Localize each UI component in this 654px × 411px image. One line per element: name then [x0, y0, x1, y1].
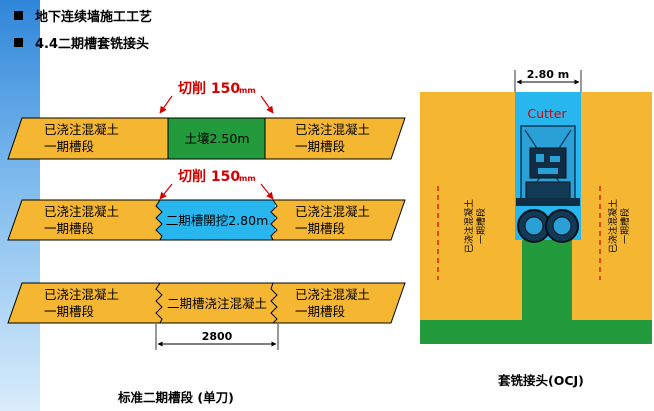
row3-panel: [7, 282, 406, 324]
row1-right-line1: 已浇注混凝土: [295, 122, 370, 137]
bullet-2: 4.4二期槽套铣接头: [14, 33, 149, 52]
row2-left-line1: 已浇注混凝土: [44, 204, 119, 219]
row1-right-line2: 一期槽段: [295, 139, 345, 154]
cut-arrow-left-2: [159, 183, 173, 200]
cutter-base: [516, 198, 580, 206]
ocj-width-label: 2.80 m: [527, 68, 569, 81]
ocj-right-wall-label-2: 一期槽段: [619, 208, 631, 244]
row1-middle-label: 土壤2.50m: [184, 131, 249, 146]
bullet-1-text: 地下连续墙施工工艺: [35, 10, 153, 25]
ocj-right-wall-label-1: 已浇注混凝土: [607, 199, 619, 253]
row-1-soil: 已浇注混凝土 一期槽段 土壤2.50m 已浇注混凝土 一期槽段: [7, 117, 406, 160]
cutter-wheel-right-hub: [552, 216, 572, 236]
row3-joint-right: [270, 282, 278, 324]
row1-right-panel: [264, 117, 406, 160]
row2-excavation-panel: [155, 200, 275, 240]
cut-unit-2: mm: [239, 174, 256, 183]
cut-label-1: 切削 150: [178, 80, 240, 97]
cut-arrow-left-1: [159, 95, 173, 114]
row3-left-line2: 一期槽段: [44, 304, 94, 319]
bullet-square-icon: [14, 38, 23, 47]
cutter-motor-detail-3: [538, 168, 558, 174]
row2-right-line2: 一期槽段: [295, 221, 345, 236]
ocj-soil-bottom: [420, 320, 652, 344]
cut-annotation-1: 切削 150 mm: [159, 80, 274, 114]
cutter-label: Cutter: [527, 106, 567, 121]
cut-arrow-right-1: [260, 95, 274, 114]
bullet-2-text: 4.4二期槽套铣接头: [35, 37, 150, 52]
row1-soil-panel: [167, 117, 268, 160]
cutter-wheel-left-hub: [524, 216, 544, 236]
row2-right-line1: 已浇注混凝土: [295, 204, 370, 219]
row3-right-line1: 已浇注混凝土: [295, 287, 370, 302]
row1-left-line1: 已浇注混凝土: [44, 122, 119, 137]
row-3-concrete: 已浇注混凝土 一期槽段 二期槽浇注混凝土 已浇注混凝土 一期槽段: [7, 282, 406, 324]
row-2-excavation: 已浇注混凝土 一期槽段 二期槽開挖2.80m 已浇注混凝土 一期槽段: [7, 199, 406, 241]
right-caption: 套铣接头(OCJ): [498, 373, 584, 388]
cutter-motor-detail-2: [550, 156, 560, 162]
bullet-square-icon: [14, 11, 23, 20]
cutter-motor-detail-1: [536, 154, 544, 162]
ocj-diagram: Cutter 2.80 m 已浇注混凝土 一期槽段 已浇注混凝土 一期槽段: [420, 68, 652, 344]
dimension-2800: 2800: [155, 324, 279, 350]
left-caption: 标准二期槽段 (单刀): [118, 390, 234, 405]
cutter-machine: [516, 125, 580, 243]
cut-label-2: 切削 150: [178, 168, 240, 185]
dim-label: 2800: [202, 330, 233, 343]
cut-arrow-right-2: [260, 183, 274, 200]
bullet-1: 地下连续墙施工工艺: [14, 6, 152, 25]
row2-middle-label: 二期槽開挖2.80m: [166, 213, 269, 228]
row3-right-line2: 一期槽段: [295, 304, 345, 319]
ocj-left-wall-label-1: 已浇注混凝土: [463, 199, 475, 253]
ocj-soil-trench: [522, 232, 572, 322]
cutter-gearbox: [525, 181, 571, 201]
row2-left-line2: 一期槽段: [44, 221, 94, 236]
row3-left-line1: 已浇注混凝土: [44, 287, 119, 302]
row2-right-panel: [270, 199, 406, 241]
ocj-left-wall-label-2: 一期槽段: [475, 208, 487, 244]
row1-left-line2: 一期槽段: [44, 139, 94, 154]
row3-middle-label: 二期槽浇注混凝土: [167, 296, 267, 311]
cut-unit-1: mm: [239, 86, 256, 95]
row3-joint-left: [155, 282, 163, 324]
cut-annotation-2: 切削 150 mm: [159, 168, 274, 200]
cutter-motor: [529, 147, 567, 179]
row2-left-panel: [7, 199, 163, 241]
